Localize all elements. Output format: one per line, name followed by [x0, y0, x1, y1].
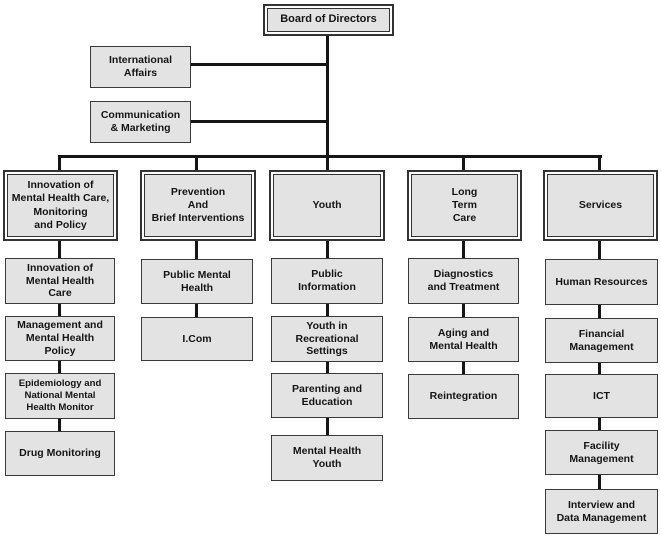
connector-communication-marketing [190, 120, 327, 123]
node-icom: I.Com [141, 317, 253, 361]
node-reintegration: Reintegration [408, 374, 519, 419]
node-innovation-monitoring-policy: Innovation of Mental Health Care, Monito… [3, 170, 118, 241]
connector-drop-5 [598, 155, 601, 175]
node-human-resources: Human Resources [545, 259, 658, 305]
node-label: Services [547, 174, 654, 237]
connector-spine-col-5 [598, 238, 601, 495]
node-youth: Youth [269, 170, 385, 241]
node-label: Facility Management [569, 439, 634, 465]
node-management-mental-health-policy: Management and Mental Health Policy [5, 316, 115, 361]
node-label: Public Mental Health [163, 268, 231, 294]
node-services: Services [543, 170, 658, 241]
node-drug-monitoring: Drug Monitoring [5, 431, 115, 476]
node-label: Financial Management [569, 327, 634, 353]
node-label: Long Term Care [411, 174, 518, 237]
node-label: Youth [273, 174, 381, 237]
node-long-term-care: Long Term Care [407, 170, 522, 241]
node-prevention-brief-interventions: Prevention And Brief Interventions [140, 170, 256, 241]
connector-bus [58, 155, 602, 158]
node-label: Public Information [298, 268, 356, 293]
node-label: Reintegration [429, 390, 498, 403]
connector-international-affairs [190, 63, 327, 66]
node-ict: ICT [545, 374, 658, 418]
connector-drop-1 [58, 155, 61, 175]
connector-drop-4 [462, 155, 465, 175]
node-label: International Affairs [108, 54, 172, 79]
node-label: Human Resources [555, 275, 648, 288]
connector-root-spine [326, 35, 329, 157]
node-label: Communication & Marketing [100, 109, 181, 134]
node-interview-data-management: Interview and Data Management [545, 489, 658, 534]
node-diagnostics-treatment: Diagnostics and Treatment [408, 258, 519, 304]
node-label: Mental Health Youth [292, 445, 362, 470]
node-youth-recreational-settings: Youth in Recreational Settings [271, 316, 383, 362]
node-international-affairs: International Affairs [90, 46, 191, 88]
connector-drop-3 [326, 155, 329, 175]
node-public-mental-health: Public Mental Health [141, 259, 253, 304]
node-mental-health-youth: Mental Health Youth [271, 435, 383, 481]
node-label: Interview and Data Management [556, 498, 647, 524]
connector-drop-2 [195, 155, 198, 175]
node-label: ICT [593, 389, 610, 402]
node-label: Aging and Mental Health [429, 326, 498, 352]
node-label: Parenting and Education [291, 382, 362, 408]
node-label: Innovation of Mental Health Care [25, 261, 95, 300]
node-label: Youth in Recreational Settings [295, 319, 359, 358]
node-label: Board of Directors [267, 8, 390, 32]
node-label: Prevention And Brief Interventions [144, 174, 252, 237]
node-epidemiology-national-monitor: Epidemiology and National Mental Health … [5, 373, 115, 419]
node-financial-management: Financial Management [545, 318, 658, 363]
node-board-of-directors: Board of Directors [263, 4, 394, 36]
node-parenting-education: Parenting and Education [271, 373, 383, 418]
node-label: Epidemiology and National Mental Health … [18, 378, 102, 413]
node-label: I.Com [182, 332, 212, 345]
node-public-information: Public Information [271, 258, 383, 304]
node-communication-marketing: Communication & Marketing [90, 101, 191, 143]
node-label: Management and Mental Health Policy [17, 319, 103, 357]
node-label: Drug Monitoring [19, 447, 101, 460]
node-label: Diagnostics and Treatment [427, 268, 500, 293]
node-aging-mental-health: Aging and Mental Health [408, 317, 519, 362]
node-innovation-of-mental-health-care: Innovation of Mental Health Care [5, 258, 115, 304]
node-label: Innovation of Mental Health Care, Monito… [7, 174, 114, 237]
connector-spine-col-4 [462, 238, 465, 380]
node-facility-management: Facility Management [545, 430, 658, 475]
